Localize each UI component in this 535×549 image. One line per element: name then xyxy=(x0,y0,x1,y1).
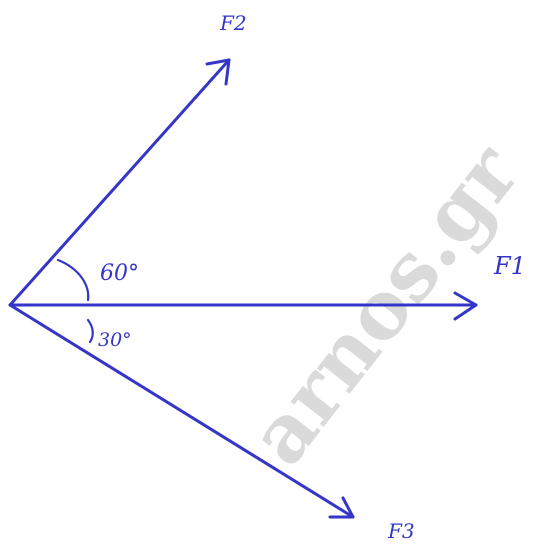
angle-label-30: 30° xyxy=(98,329,132,351)
vector-label-f1: F1 xyxy=(493,252,526,280)
vector-label-f3: F3 xyxy=(387,519,415,543)
vector-f1 xyxy=(8,291,478,321)
vector-label-f2: F2 xyxy=(219,11,247,35)
angle-label-60: 60° xyxy=(100,261,139,286)
angle-arc-30 xyxy=(86,318,94,344)
vector-f3 xyxy=(8,303,355,519)
angle-arc-60 xyxy=(56,258,90,302)
vector-f2 xyxy=(8,58,231,307)
